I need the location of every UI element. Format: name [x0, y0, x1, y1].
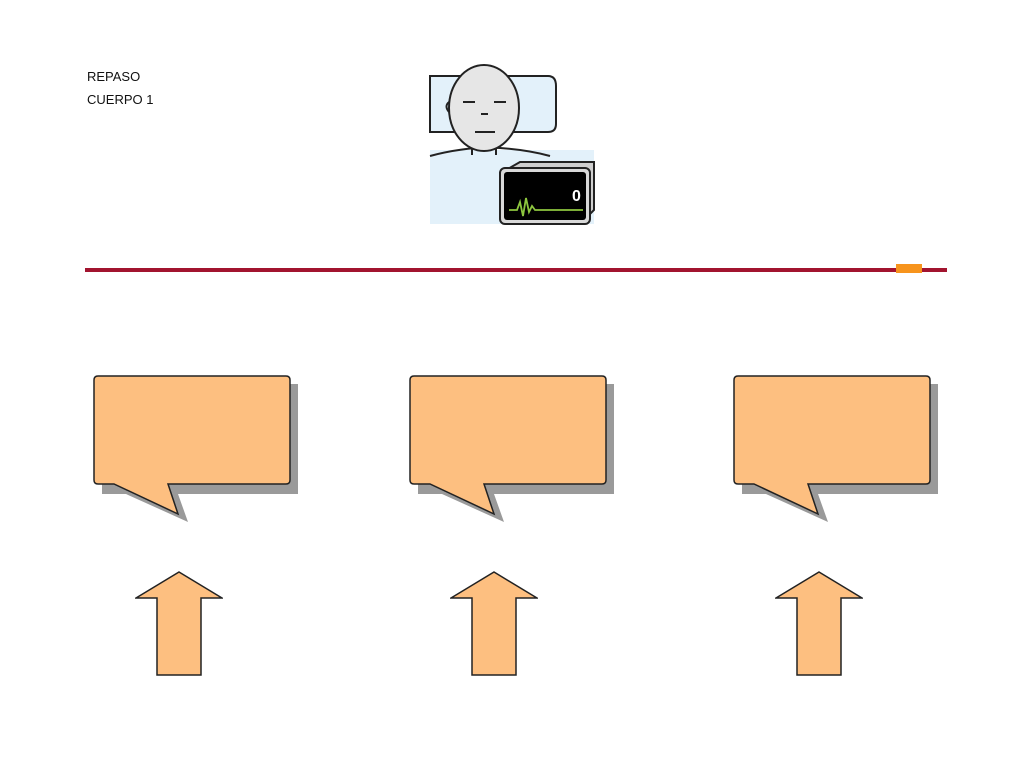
- heart-trace: [509, 197, 583, 217]
- up-arrow-icon: [135, 571, 223, 676]
- monitor-reading: 0: [572, 188, 581, 205]
- patient-head: [448, 64, 520, 152]
- patient-monitor-illustration: 0: [429, 64, 595, 225]
- divider-marker: [896, 264, 922, 273]
- up-arrow-1: [135, 571, 223, 676]
- header-title-repaso: REPASO: [87, 69, 141, 84]
- speech-bubble-1: [93, 375, 298, 522]
- speech-bubble-3: [733, 375, 938, 522]
- up-arrow-icon: [775, 571, 863, 676]
- up-arrow-2: [450, 571, 538, 676]
- section-divider: [85, 268, 947, 272]
- up-arrow-3: [775, 571, 863, 676]
- header-title-cuerpo: CUERPO 1: [87, 92, 154, 107]
- speech-bubble-body: [93, 375, 291, 516]
- up-arrow-icon: [450, 571, 538, 676]
- blanket-edge: [429, 146, 551, 157]
- speech-bubble-body: [409, 375, 607, 516]
- patient-ear: [445, 101, 450, 113]
- speech-bubble-body: [733, 375, 931, 516]
- speech-bubble-2: [409, 375, 614, 522]
